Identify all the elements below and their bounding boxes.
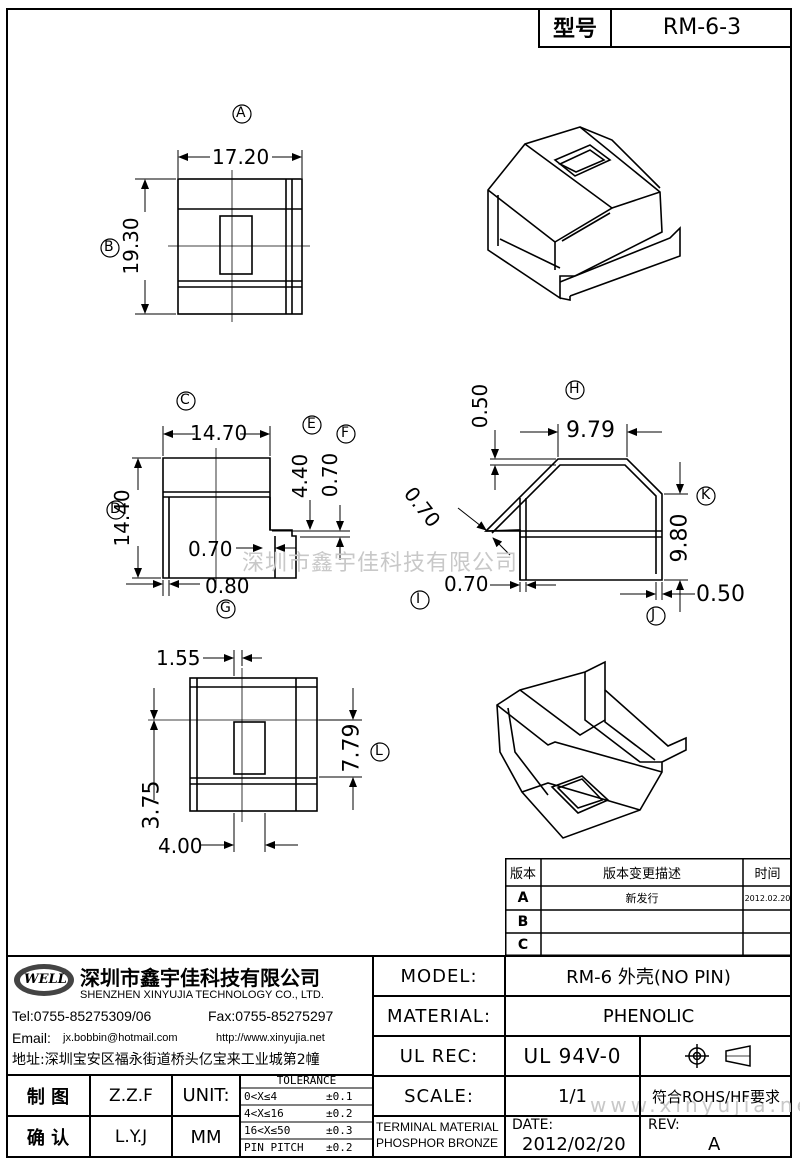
- date-value: 2012/02/20: [522, 1134, 626, 1155]
- company-address: 地址:深圳宝安区福永街道桥头亿宝来工业城第2幢: [12, 1052, 320, 1068]
- top-view-a: [168, 170, 310, 322]
- dim-0-70-i: 0.70: [444, 572, 489, 596]
- checked-label: 确 认: [26, 1128, 70, 1149]
- rev-row-c-ver: C: [517, 936, 529, 953]
- tolerance-range-3: 16<X≤50: [244, 1124, 291, 1137]
- logo-text: WELL: [24, 972, 67, 987]
- terminal-material-1: TERMINAL MATERIAL: [376, 1120, 499, 1134]
- watermark-url: www.xinyujia.net: [590, 1093, 800, 1117]
- scale-label: SCALE:: [404, 1085, 474, 1107]
- unit-value: MM: [190, 1126, 222, 1148]
- label-d: D: [110, 501, 121, 517]
- model-value: RM-6 外壳(NO PIN): [566, 967, 731, 988]
- label-a: A: [236, 105, 246, 121]
- label-h: H: [569, 381, 580, 397]
- ulrec-label: UL REC:: [399, 1045, 479, 1067]
- type-value: RM-6-3: [662, 14, 742, 40]
- label-i: I: [416, 591, 421, 607]
- label-e: E: [307, 416, 316, 432]
- dim-1-55: 1.55: [156, 646, 201, 670]
- rohs-note: 符合ROHS/HF要求: [652, 1087, 780, 1106]
- rev-row-a-desc: 新发行: [625, 892, 659, 905]
- iso-view-2: [496, 660, 687, 839]
- tolerance-range-1: 0<X≤4: [244, 1090, 278, 1103]
- tolerance-range-4: PIN PITCH: [244, 1141, 304, 1154]
- dim-0-70-g: 0.70: [188, 537, 233, 561]
- dim-0-80: 0.80: [205, 574, 250, 598]
- projection-icon: [685, 1044, 751, 1068]
- material-value: PHENOLIC: [602, 1005, 695, 1027]
- rev-row-a-ver: A: [517, 890, 529, 906]
- dims-c-g: [126, 426, 350, 596]
- logo-mark: [14, 964, 74, 996]
- company-fax: Fax:0755-85275297: [208, 1008, 334, 1024]
- company-email-label: Email:: [12, 1030, 51, 1046]
- company-web: http://www.xinyujia.net: [216, 1032, 325, 1044]
- view-circles: [100, 104, 716, 762]
- tolerance-title: TOLERANCE: [276, 1074, 337, 1087]
- company-name-cn: 深圳市鑫宇佳科技有限公司: [80, 966, 320, 990]
- unit-label: UNIT:: [182, 1085, 230, 1106]
- terminal-material-2: PHOSPHOR BRONZE: [376, 1136, 499, 1150]
- type-label: 型号: [552, 17, 597, 42]
- company-email: jx.bobbin@hotmail.com: [63, 1032, 178, 1044]
- label-g: G: [220, 600, 231, 616]
- type-value-cell: RM-6-3: [610, 8, 792, 48]
- front-view-c: [162, 448, 297, 588]
- dim-17-20: 17.20: [212, 145, 270, 169]
- label-b: B: [104, 239, 114, 255]
- dim-14-70: 14.70: [190, 421, 248, 445]
- dim-0-50-j: 0.50: [696, 582, 745, 607]
- side-view-h: [484, 458, 663, 581]
- rev-value: A: [708, 1134, 721, 1155]
- label-j: J: [651, 607, 656, 623]
- label-c: C: [180, 392, 190, 408]
- label-f: F: [341, 425, 350, 441]
- sheet-border: [6, 8, 792, 1158]
- rev-header-desc: 版本变更描述: [602, 866, 681, 882]
- company-name-en: SHENZHEN XINYUJIA TECHNOLOGY CO., LTD.: [80, 989, 324, 1001]
- label-k: K: [701, 487, 711, 503]
- label-l: L: [375, 743, 383, 759]
- ulrec-value: UL 94V-0: [523, 1044, 622, 1068]
- dims-a-b: [135, 150, 303, 315]
- dims-l: [150, 650, 362, 852]
- dims-h-k: [457, 424, 695, 612]
- tolerance-value-2: ±0.2: [326, 1107, 353, 1120]
- tolerance-value-1: ±0.1: [326, 1090, 353, 1103]
- rev-row-b-ver: B: [517, 913, 529, 930]
- watermark-company: 深圳市鑫宇佳科技有限公司: [242, 551, 519, 576]
- rev-header-version: 版本: [509, 866, 536, 882]
- rev-row-a-date: 2012.02.20: [744, 893, 791, 903]
- tolerance-range-2: 4<X≤16: [244, 1107, 284, 1120]
- scale-value: 1/1: [558, 1085, 587, 1107]
- tolerance-value-4: ±0.2: [326, 1141, 353, 1154]
- rev-header-date: 时间: [754, 866, 781, 882]
- iso-view-1: [487, 126, 681, 301]
- dim-9-79: 9.79: [566, 418, 615, 443]
- type-label-cell: 型号: [538, 8, 610, 48]
- company-logo: WELL: [12, 962, 76, 998]
- date-label: DATE:: [512, 1117, 554, 1133]
- model-label: MODEL:: [400, 965, 478, 987]
- company-tel: Tel:0755-85275309/06: [12, 1008, 152, 1024]
- drawn-label: 制 图: [26, 1086, 70, 1108]
- bottom-view-l: [148, 668, 330, 822]
- checked-value: L.Y.J: [114, 1127, 148, 1147]
- projection-symbol: [640, 1036, 792, 1076]
- tolerance-value-3: ±0.3: [326, 1124, 353, 1137]
- rev-label: REV:: [648, 1117, 680, 1133]
- dim-4-00: 4.00: [158, 834, 203, 858]
- material-label: MATERIAL:: [386, 1005, 492, 1027]
- drawn-value: Z.Z.F: [109, 1085, 153, 1106]
